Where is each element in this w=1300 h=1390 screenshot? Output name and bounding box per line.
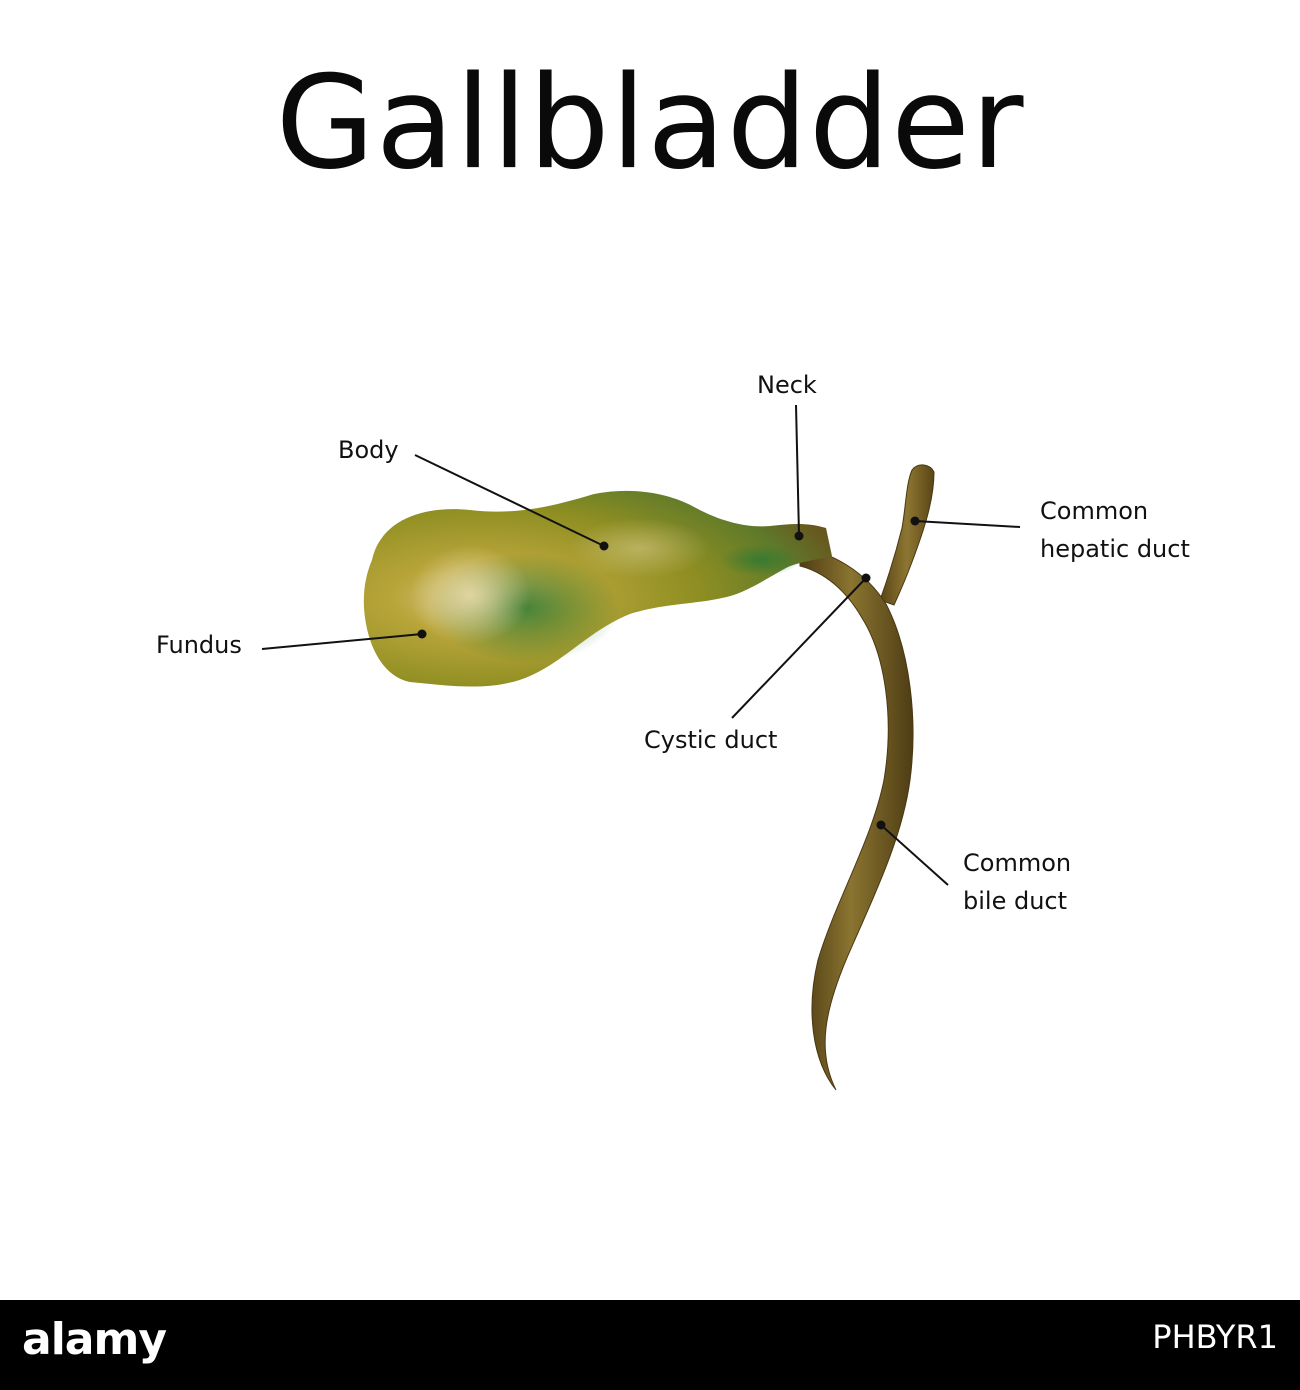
- label-common-bile-duct: Common bile duct: [963, 849, 1072, 915]
- label-body: Body: [338, 436, 399, 464]
- common-bile-duct-shape: [799, 547, 914, 1091]
- common-hepatic-duct-dot: [910, 516, 920, 526]
- label-neck: Neck: [757, 371, 817, 399]
- cystic-duct-dot: [861, 573, 871, 583]
- fundus-leader-line: [261, 633, 423, 650]
- neck-leader-line: [795, 404, 800, 536]
- pointer-dots: [417, 516, 920, 830]
- leader-lines: [261, 404, 1021, 886]
- fundus-dot: [417, 629, 427, 639]
- label-common-hepatic-duct: Common hepatic duct: [1040, 497, 1190, 563]
- body-leader-line: [414, 454, 605, 547]
- common-bile-duct-dot: [876, 820, 886, 830]
- page-title: Gallbladder: [275, 49, 1025, 198]
- cystic-duct-leader-line: [731, 577, 867, 719]
- label-fundus: Fundus: [156, 631, 242, 659]
- common-hepatic-duct-leader-line: [914, 520, 1021, 528]
- body-dot: [599, 541, 609, 551]
- gallbladder-organ: [363, 490, 832, 687]
- gallbladder-illustration: [261, 404, 1021, 1091]
- label-cystic-duct: Cystic duct: [644, 726, 778, 754]
- common-bile-duct-leader-line: [880, 824, 949, 886]
- footer-image-id: PHBYR1: [1152, 1318, 1278, 1356]
- footer-logo: alamy: [22, 1314, 167, 1365]
- neck-dot: [794, 531, 804, 541]
- watermark-footer-bar: alamy PHBYR1: [0, 1300, 1300, 1390]
- common-hepatic-duct-shape: [879, 464, 935, 606]
